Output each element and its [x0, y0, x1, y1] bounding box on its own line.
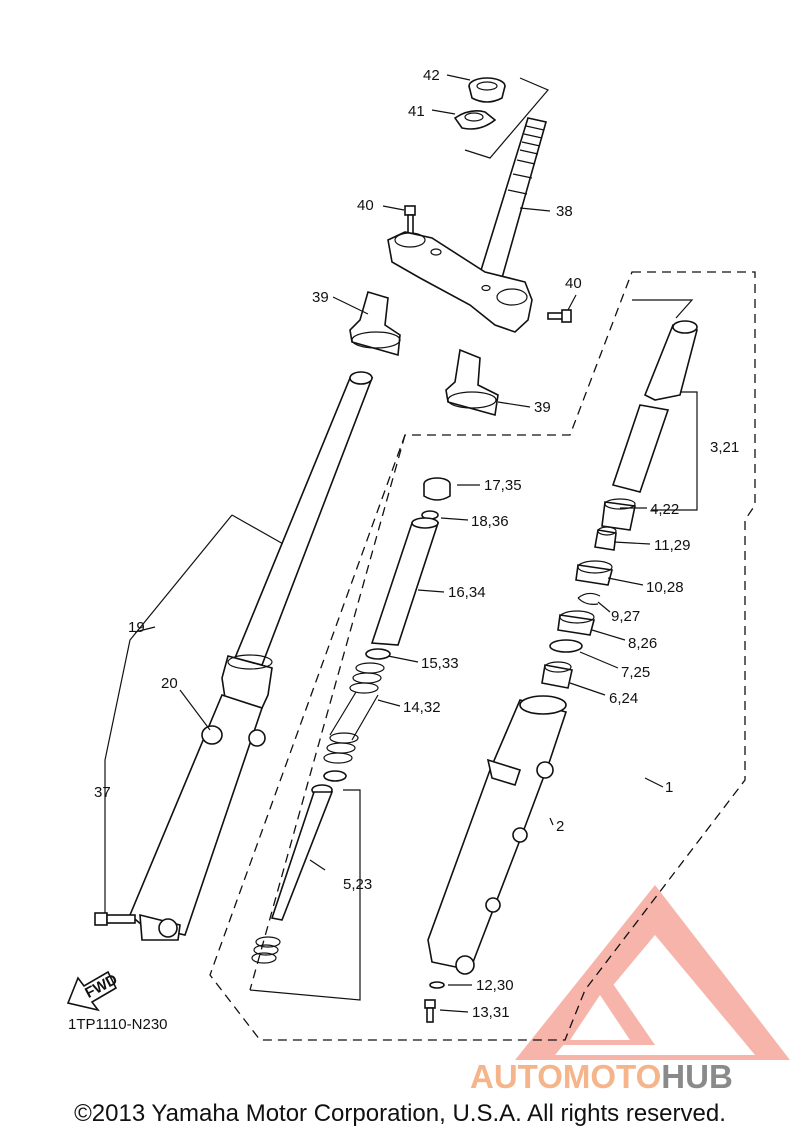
copyright-notice: ©2013 Yamaha Motor Corporation, U.S.A. A…: [74, 1100, 726, 1127]
part-13-bolt: [424, 999, 436, 1023]
callout-16-34: 16,34: [448, 584, 486, 601]
dashed-boundary-outer: [209, 271, 756, 1041]
callout-5-23: 5,23: [343, 876, 372, 893]
part-3-inner-tube: [611, 320, 698, 493]
part-39-cover-right: [445, 348, 499, 417]
part-38-steering-stem: [476, 117, 547, 286]
callout-15-33: 15,33: [421, 655, 459, 672]
callout-1: 1: [665, 779, 673, 796]
part-40-bolt-lower: [547, 309, 572, 323]
part-7-washer: [549, 639, 583, 653]
dashed-boundary-inner: [249, 434, 406, 991]
part-14-spring: [323, 662, 385, 764]
callout-40-upper: 40: [357, 197, 374, 214]
callout-20: 20: [161, 675, 178, 692]
part-19-left-fork: [129, 371, 374, 941]
bracket-lines: [104, 77, 698, 1001]
callout-19: 19: [128, 619, 145, 636]
part-2-outer-tube: [427, 695, 568, 975]
part-17-cap-bolt: [423, 477, 451, 501]
part-12-washer: [429, 981, 445, 989]
diagram-code: 1TP1110-N230: [68, 1016, 168, 1033]
callout-4-22: 4,22: [650, 501, 679, 518]
callout-12-30: 12,30: [476, 977, 514, 994]
watermark-logo: [515, 885, 790, 1060]
callout-39-left: 39: [312, 289, 329, 306]
callout-6-24: 6,24: [609, 690, 638, 707]
callout-labels: 42 41 40 38 40 39 39 19 20 37 17,35 18,3…: [94, 67, 739, 1021]
callout-10-28: 10,28: [646, 579, 684, 596]
part-4-bushing: [601, 498, 636, 531]
callout-14-32: 14,32: [403, 699, 441, 716]
callout-2: 2: [556, 818, 564, 835]
part-39-cover-left: [349, 291, 401, 357]
callout-9-27: 9,27: [611, 608, 640, 625]
watermark-brand: AUTOMOTOHUB: [470, 1058, 733, 1096]
callout-39-right: 39: [534, 399, 551, 416]
fwd-arrow: FWD: [66, 971, 121, 1012]
part-41-washer: [453, 110, 497, 130]
callout-38: 38: [556, 203, 573, 220]
part-37-bolt: [94, 912, 136, 926]
part-10-oil-seal: [575, 560, 614, 586]
callout-17-35: 17,35: [484, 477, 522, 494]
callout-40-lower: 40: [565, 275, 582, 292]
callout-3-21: 3,21: [710, 439, 739, 456]
callout-37: 37: [94, 784, 111, 801]
callout-8-26: 8,26: [628, 635, 657, 652]
part-9-clip: [577, 592, 601, 605]
watermark-brand-a: AUTOMOTO: [470, 1058, 662, 1095]
part-5-damper-rod: [251, 770, 347, 964]
part-11-bushing: [594, 526, 617, 551]
leader-lines: [134, 74, 664, 1013]
part-42-nut: [468, 77, 506, 103]
part-16-spacer: [370, 517, 440, 646]
callout-7-25: 7,25: [621, 664, 650, 681]
part-6-bushing: [541, 661, 573, 689]
callout-18-36: 18,36: [471, 513, 509, 530]
part-40-bolt-upper: [404, 205, 416, 236]
under-bracket: [387, 231, 533, 333]
callout-42: 42: [423, 67, 440, 84]
watermark-brand-b: HUB: [661, 1058, 733, 1095]
callout-41: 41: [408, 103, 425, 120]
callout-13-31: 13,31: [472, 1004, 510, 1021]
part-15-washer: [365, 648, 391, 660]
callout-11-29: 11,29: [654, 537, 690, 554]
part-8-dust-seal: [557, 610, 596, 636]
